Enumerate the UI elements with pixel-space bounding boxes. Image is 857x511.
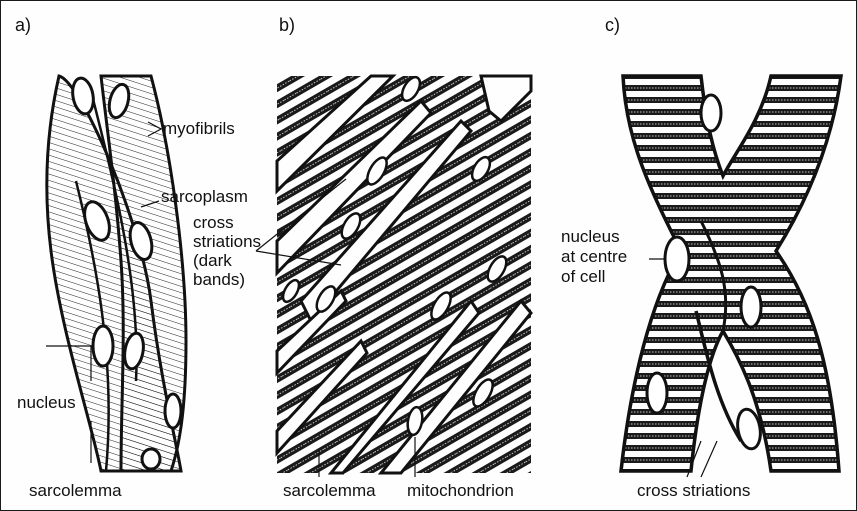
label-mitochondrion: mitochondrion (407, 481, 514, 501)
label-nucleus-c-line3: of cell (561, 267, 627, 287)
label-cross-striations-b-line4: bands) (193, 270, 261, 289)
label-cross-striations-b: cross striations (dark bands) (193, 213, 261, 289)
panel-label-b: b) (279, 15, 295, 36)
panel-c-art (621, 76, 841, 477)
label-cross-striations-b-line2: striations (193, 232, 261, 251)
panel-label-c: c) (605, 15, 620, 36)
label-sarcolemma-a: sarcolemma (29, 481, 122, 501)
label-myofibrils: myofibrils (163, 119, 235, 139)
label-nucleus-c-line1: nucleus (561, 227, 627, 247)
label-nucleus-c: nucleus at centre of cell (561, 227, 627, 287)
label-nucleus-c-line2: at centre (561, 247, 627, 267)
label-cross-striations-b-line3: (dark (193, 251, 261, 270)
panel-b-art (256, 74, 531, 477)
panel-label-a: a) (15, 15, 31, 36)
label-nucleus-a: nucleus (17, 393, 76, 413)
label-cross-striations-c: cross striations (637, 481, 750, 501)
label-cross-striations-b-line1: cross (193, 213, 261, 232)
label-sarcolemma-b: sarcolemma (283, 481, 376, 501)
label-sarcoplasm: sarcoplasm (161, 187, 248, 207)
